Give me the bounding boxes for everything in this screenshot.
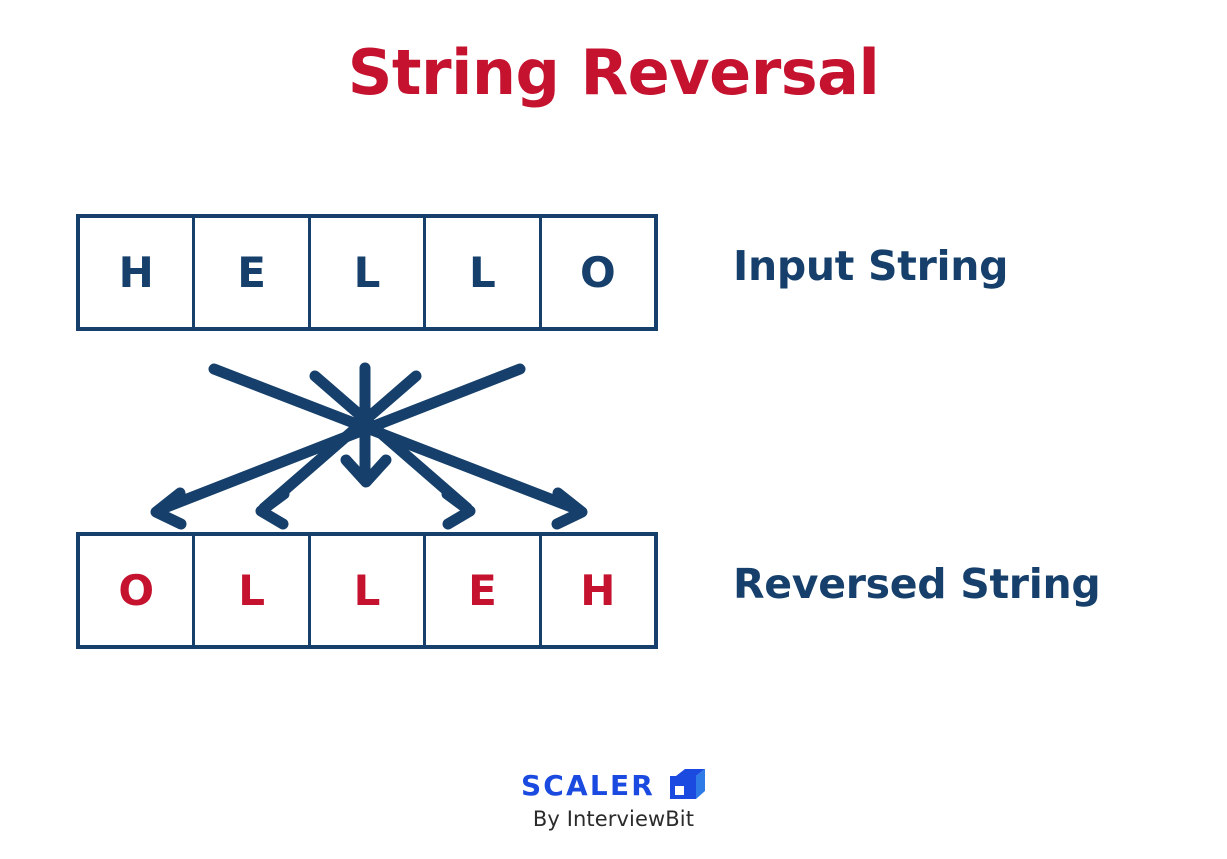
output-cell-1: L [195, 536, 311, 645]
arrow-5 [150, 363, 526, 530]
input-cell-2: L [311, 218, 427, 327]
reversed-string-label: Reversed String [733, 560, 1101, 608]
input-cell-3: L [426, 218, 542, 327]
page-title: String Reversal [347, 36, 880, 109]
footer-branding: SCALER By InterviewBit [0, 768, 1227, 831]
output-cell-3: E [426, 536, 542, 645]
input-cell-0: H [80, 218, 196, 327]
output-cell-4: H [580, 566, 616, 615]
arrow-2 [309, 370, 476, 530]
reversal-arrows [150, 362, 588, 530]
output-cell-0: O [80, 536, 196, 645]
input-string-label: Input String [733, 242, 1009, 290]
brand-wordmark: SCALER [520, 768, 656, 802]
brand-tagline: By InterviewBit [532, 807, 695, 831]
input-string-row: H E L L O [76, 214, 658, 331]
brand-logo: SCALER [521, 768, 706, 802]
input-cell-1: E [195, 218, 311, 327]
cube-icon [670, 769, 706, 799]
output-cell-2: L [311, 536, 427, 645]
reversed-string-row: O L L E H [76, 532, 658, 649]
input-cell-4: O [579, 248, 616, 297]
